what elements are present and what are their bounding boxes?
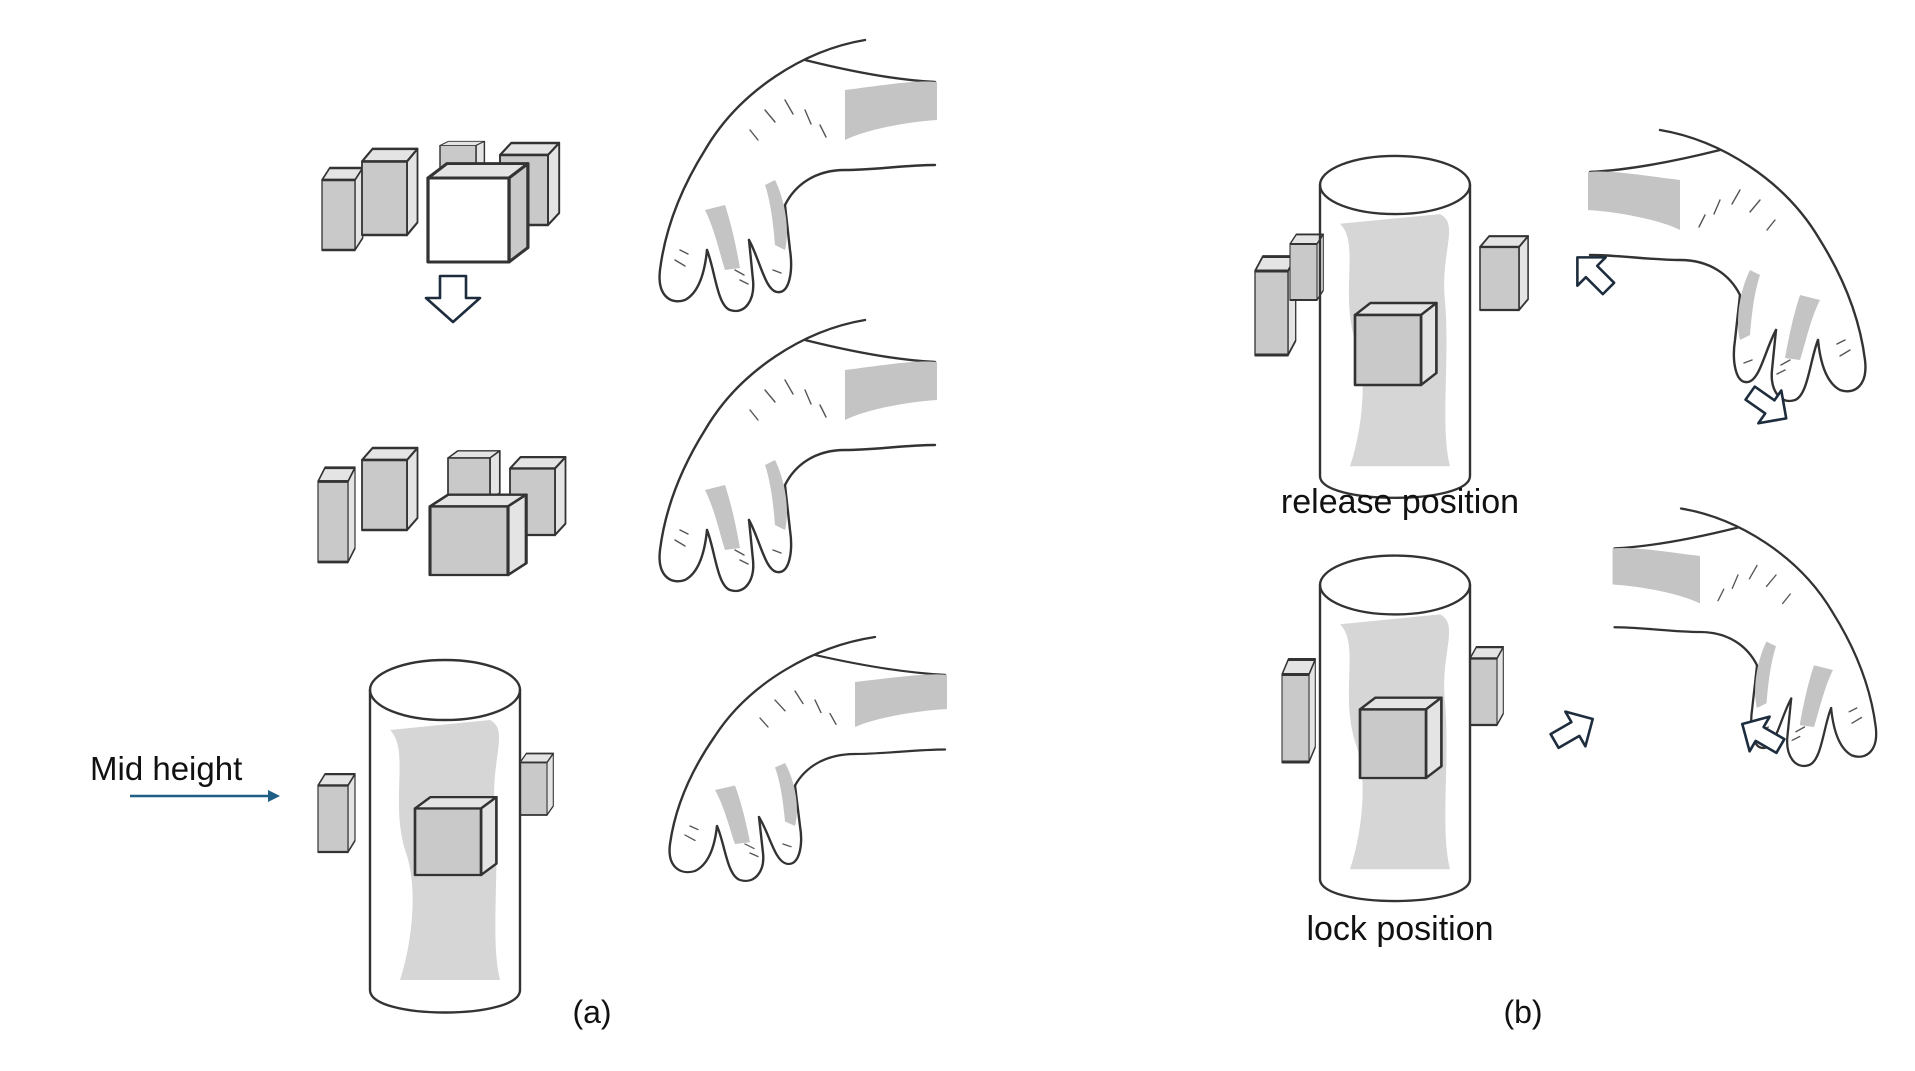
panel-b-label: (b) — [1503, 994, 1542, 1030]
open-arrow-up-left-icon — [1576, 256, 1616, 296]
hand-approach-illustration — [658, 318, 939, 593]
close-arrow-left-icon — [1740, 715, 1786, 755]
panel-a-label: (a) — [572, 994, 611, 1030]
release-cylinder-illustration — [1253, 154, 1530, 500]
lock-cylinder-illustration — [1280, 554, 1505, 903]
down-arrow-icon — [424, 274, 482, 324]
panel-b: release position lock position (b) — [1253, 128, 1878, 1030]
mid-height-label: Mid height — [90, 750, 242, 787]
panel-a: Mid height (a) — [90, 38, 949, 1030]
lock-position-label: lock position — [1306, 910, 1493, 948]
mid-height-arrow-icon — [130, 790, 280, 802]
cylinder-with-blocks-illustration — [316, 658, 555, 1014]
blocks-spread-illustration — [320, 140, 561, 264]
open-arrow-down-right-icon — [1744, 385, 1788, 425]
release-hand-illustration — [1586, 128, 1867, 403]
release-position-label: release position — [1281, 483, 1519, 521]
blocks-gathered-illustration — [316, 446, 567, 577]
hand-grasp-illustration — [668, 635, 949, 883]
hand-open-illustration — [658, 38, 939, 313]
close-arrow-right-icon — [1549, 710, 1595, 750]
